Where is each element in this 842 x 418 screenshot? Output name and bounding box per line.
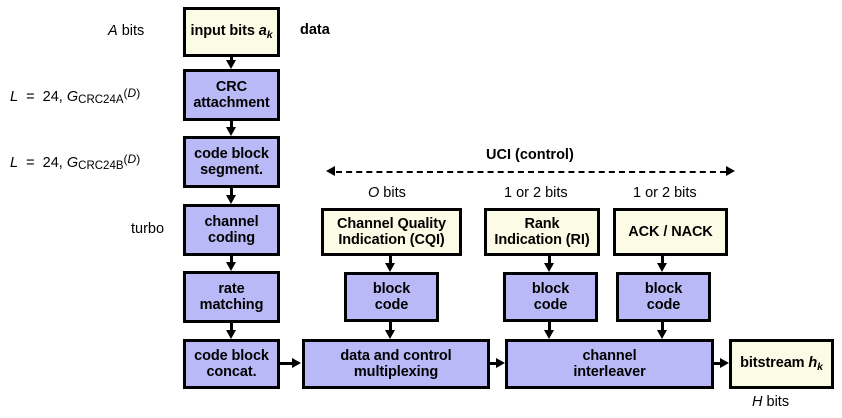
block-crc-attachment[interactable]: CRC attachment <box>183 69 280 121</box>
block-ack-nack[interactable]: ACK / NACK <box>613 208 728 256</box>
block-channel-coding[interactable]: channel coding <box>183 204 280 256</box>
block-code-ack-label: block code <box>644 280 683 313</box>
connector-coding-to-rate-line <box>230 256 233 265</box>
label-ri-bits: 1 or 2 bits <box>504 185 568 201</box>
connector-segment-to-coding-arrow <box>225 195 236 204</box>
block-channel-quality-indication[interactable]: Channel Quality Indication (CQI) <box>321 208 462 256</box>
block-crc-attachment-label: CRC attachment <box>193 78 270 111</box>
connector-cqi-to-blockcode-arrow <box>384 263 395 272</box>
connector-coding-to-rate-arrow <box>225 262 236 271</box>
connector-rate-to-concat-line <box>230 323 233 332</box>
connector-cqi-to-blockcode-line <box>389 256 392 265</box>
uci-span-left-arrowhead <box>326 166 335 176</box>
block-channel-interleaver-label: channel interleaver <box>573 347 646 380</box>
block-rate-matching-label: rate matching <box>199 280 264 313</box>
block-code-cqi-label: block code <box>372 280 411 313</box>
block-code-ri[interactable]: block code <box>503 272 598 322</box>
block-code-block-segmentation[interactable]: code block segment. <box>183 136 280 188</box>
connector-interleaver-to-bitstream-line <box>714 362 722 365</box>
label-uci-control: UCI (control) <box>486 147 574 163</box>
connector-mux-to-interleaver-line <box>490 362 498 365</box>
block-data-and-control-multiplexing[interactable]: data and control multiplexing <box>302 339 490 389</box>
connector-blockcode-ack-to-interleaver-arrow <box>656 330 667 339</box>
block-rank-indication[interactable]: Rank Indication (RI) <box>484 208 600 256</box>
label-h-bits: H bits <box>752 394 790 410</box>
label-crc24a-polynomial: L = 24, GCRC24A(D) <box>10 86 141 106</box>
label-data: data <box>300 22 330 38</box>
block-input-bits[interactable]: input bits ak <box>183 7 280 57</box>
label-turbo: turbo <box>131 221 165 237</box>
connector-input-to-crc-arrow <box>225 60 236 69</box>
connector-blockcode-ri-to-interleaver-line <box>548 322 551 332</box>
block-code-block-concatenation-label: code block concat. <box>194 347 269 380</box>
block-channel-interleaver[interactable]: channel interleaver <box>505 339 714 389</box>
block-code-block-concatenation[interactable]: code block concat. <box>183 339 280 389</box>
connector-blockcode-cqi-to-mux-line <box>389 322 392 332</box>
connector-concat-to-mux-line <box>280 362 294 365</box>
uci-span-right-arrowhead <box>726 166 735 176</box>
block-code-cqi[interactable]: block code <box>344 272 439 322</box>
connector-ri-to-blockcode-arrow <box>543 263 554 272</box>
block-multiplexing-label: data and control multiplexing <box>340 347 452 380</box>
label-ack-bits: 1 or 2 bits <box>633 185 697 201</box>
block-input-bits-label: input bits ak <box>190 22 273 41</box>
connector-crc-to-segment-line <box>230 121 233 130</box>
block-code-block-segmentation-label: code block segment. <box>194 145 269 178</box>
connector-crc-to-segment-arrow <box>225 127 236 136</box>
block-ack-nack-label: ACK / NACK <box>628 223 713 240</box>
block-ri-label: Rank Indication (RI) <box>494 215 590 248</box>
connector-ack-to-blockcode-arrow <box>656 263 667 272</box>
block-code-ack[interactable]: block code <box>616 272 711 322</box>
connector-ack-to-blockcode-line <box>661 256 664 265</box>
label-crc24b-polynomial: L = 24, GCRC24B(D) <box>10 152 141 172</box>
connector-blockcode-ack-to-interleaver-line <box>661 322 664 332</box>
block-rate-matching[interactable]: rate matching <box>183 271 280 323</box>
block-channel-coding-label: channel coding <box>204 213 259 246</box>
block-bitstream-label: bitstream hk <box>740 354 823 373</box>
connector-blockcode-cqi-to-mux-arrow <box>384 330 395 339</box>
connector-concat-to-mux-arrow <box>292 357 301 368</box>
connector-mux-to-interleaver-arrow <box>496 357 505 368</box>
block-code-ri-label: block code <box>531 280 570 313</box>
block-cqi-label: Channel Quality Indication (CQI) <box>337 215 446 248</box>
connector-ri-to-blockcode-line <box>548 256 551 265</box>
uci-span-dashed-line <box>336 171 726 173</box>
connector-segment-to-coding-line <box>230 188 233 198</box>
label-o-bits: O bits <box>368 185 406 201</box>
block-bitstream-output[interactable]: bitstream hk <box>729 339 834 389</box>
label-a-bits: A bits <box>108 23 145 39</box>
connector-interleaver-to-bitstream-arrow <box>720 357 729 368</box>
connector-rate-to-concat-arrow <box>225 330 236 339</box>
connector-blockcode-ri-to-interleaver-arrow <box>543 330 554 339</box>
